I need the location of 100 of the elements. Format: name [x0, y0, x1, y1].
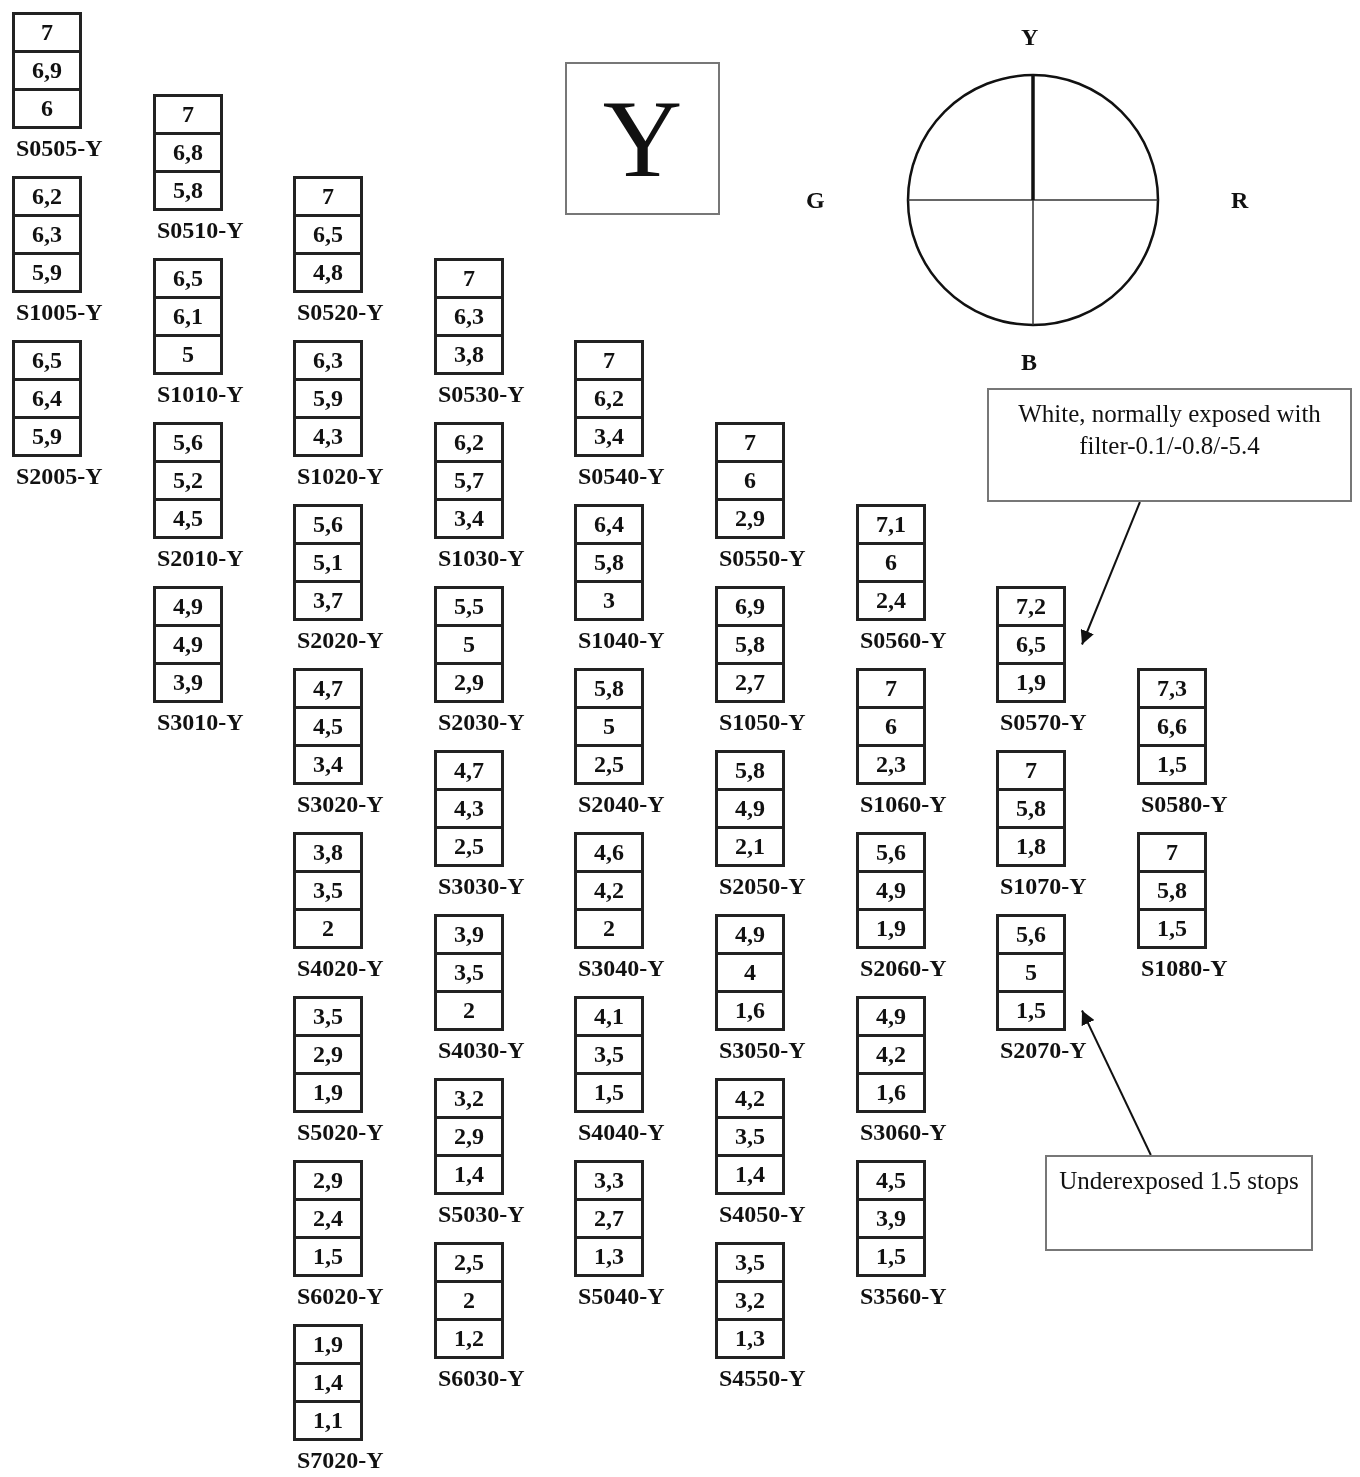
value-cell: 4,5	[293, 706, 363, 747]
value-cell: 3,4	[434, 498, 504, 539]
value-cell: 4,9	[856, 870, 926, 911]
colour-code-label: S1050-Y	[719, 708, 806, 736]
colour-code-label: S1070-Y	[1000, 872, 1087, 900]
axis-letter: G	[806, 186, 825, 214]
value-cell: 3,2	[434, 1078, 504, 1119]
value-cell: 1,5	[856, 1236, 926, 1277]
value-cell: 6,5	[996, 624, 1066, 665]
value-cell: 6,6	[1137, 706, 1207, 747]
colour-code-label: S0520-Y	[297, 298, 384, 326]
value-cell: 4,7	[434, 750, 504, 791]
colour-code-label: S4050-Y	[719, 1200, 806, 1228]
value-cell: 1,9	[856, 908, 926, 949]
colour-code-label: S3560-Y	[860, 1282, 947, 1310]
value-cell: 4,9	[153, 586, 223, 627]
value-cell: 6,4	[574, 504, 644, 545]
value-cell: 6,1	[153, 296, 223, 337]
value-cell: 5,8	[715, 750, 785, 791]
colour-code-label: S6020-Y	[297, 1282, 384, 1310]
value-cell: 7	[856, 668, 926, 709]
value-cell: 4,6	[574, 832, 644, 873]
value-cell: 6,3	[434, 296, 504, 337]
colour-code-label: S3010-Y	[157, 708, 244, 736]
value-cell: 1,5	[996, 990, 1066, 1031]
value-cell: 2	[434, 1280, 504, 1321]
value-cell: 5,8	[996, 788, 1066, 829]
colour-code-label: S0570-Y	[1000, 708, 1087, 736]
colour-code-label: S5030-Y	[438, 1200, 525, 1228]
callout-box: White, normally exposed with filter-0.1/-0.8/-5.4	[987, 388, 1352, 502]
colour-code-label: S0540-Y	[578, 462, 665, 490]
value-cell: 7	[574, 340, 644, 381]
value-cell: 5,6	[856, 832, 926, 873]
value-cell: 1,4	[434, 1154, 504, 1195]
value-cell: 6,2	[434, 422, 504, 463]
value-cell: 5,6	[996, 914, 1066, 955]
colour-code-label: S1020-Y	[297, 462, 384, 490]
value-cell: 4,2	[856, 1034, 926, 1075]
value-cell: 7,3	[1137, 668, 1207, 709]
value-cell: 7	[293, 176, 363, 217]
colour-code-label: S3030-Y	[438, 872, 525, 900]
colour-code-label: S2010-Y	[157, 544, 244, 572]
value-cell: 4,9	[153, 624, 223, 665]
colour-code-label: S0510-Y	[157, 216, 244, 244]
value-cell: 2,4	[856, 580, 926, 621]
value-cell: 1,4	[293, 1362, 363, 1403]
value-cell: 6,2	[12, 176, 82, 217]
colour-code-label: S3050-Y	[719, 1036, 806, 1064]
value-cell: 6	[715, 460, 785, 501]
value-cell: 6,4	[12, 378, 82, 419]
value-cell: 6,2	[574, 378, 644, 419]
value-cell: 7,2	[996, 586, 1066, 627]
value-cell: 3,9	[434, 914, 504, 955]
value-cell: 4	[715, 952, 785, 993]
colour-code-label: S2050-Y	[719, 872, 806, 900]
value-cell: 7,1	[856, 504, 926, 545]
value-cell: 3,3	[574, 1160, 644, 1201]
value-cell: 4,8	[293, 252, 363, 293]
colour-code-label: S1040-Y	[578, 626, 665, 654]
value-cell: 5,8	[574, 668, 644, 709]
hue-letter-box: Y	[565, 62, 720, 215]
value-cell: 6	[856, 706, 926, 747]
value-cell: 4,5	[856, 1160, 926, 1201]
value-cell: 5,8	[715, 624, 785, 665]
value-cell: 1,9	[293, 1072, 363, 1113]
value-cell: 5	[996, 952, 1066, 993]
callout-box: Underexposed 1.5 stops	[1045, 1155, 1313, 1251]
colour-code-label: S2020-Y	[297, 626, 384, 654]
value-cell: 4,9	[715, 914, 785, 955]
value-cell: 5,6	[293, 504, 363, 545]
value-cell: 2	[434, 990, 504, 1031]
value-cell: 4,7	[293, 668, 363, 709]
leader-arrow	[1080, 501, 1141, 646]
value-cell: 2	[293, 908, 363, 949]
value-cell: 5,9	[12, 416, 82, 457]
value-cell: 6,5	[12, 340, 82, 381]
value-cell: 1,1	[293, 1400, 363, 1441]
colour-code-label: S5040-Y	[578, 1282, 665, 1310]
value-cell: 2,9	[715, 498, 785, 539]
value-cell: 7	[1137, 832, 1207, 873]
value-cell: 1,8	[996, 826, 1066, 867]
value-cell: 2,7	[715, 662, 785, 703]
value-cell: 6,8	[153, 132, 223, 173]
colour-code-label: S4550-Y	[719, 1364, 806, 1392]
value-cell: 5	[574, 706, 644, 747]
value-cell: 3,9	[856, 1198, 926, 1239]
value-cell: 1,9	[293, 1324, 363, 1365]
value-cell: 7	[996, 750, 1066, 791]
value-cell: 7	[434, 258, 504, 299]
colour-code-label: S1010-Y	[157, 380, 244, 408]
value-cell: 2,9	[434, 1116, 504, 1157]
value-cell: 3	[574, 580, 644, 621]
value-cell: 5,9	[293, 378, 363, 419]
value-cell: 5,1	[293, 542, 363, 583]
colour-code-label: S3040-Y	[578, 954, 665, 982]
value-cell: 6,5	[293, 214, 363, 255]
value-cell: 7	[12, 12, 82, 53]
value-cell: 6,3	[12, 214, 82, 255]
value-cell: 3,7	[293, 580, 363, 621]
colour-code-label: S1080-Y	[1141, 954, 1228, 982]
